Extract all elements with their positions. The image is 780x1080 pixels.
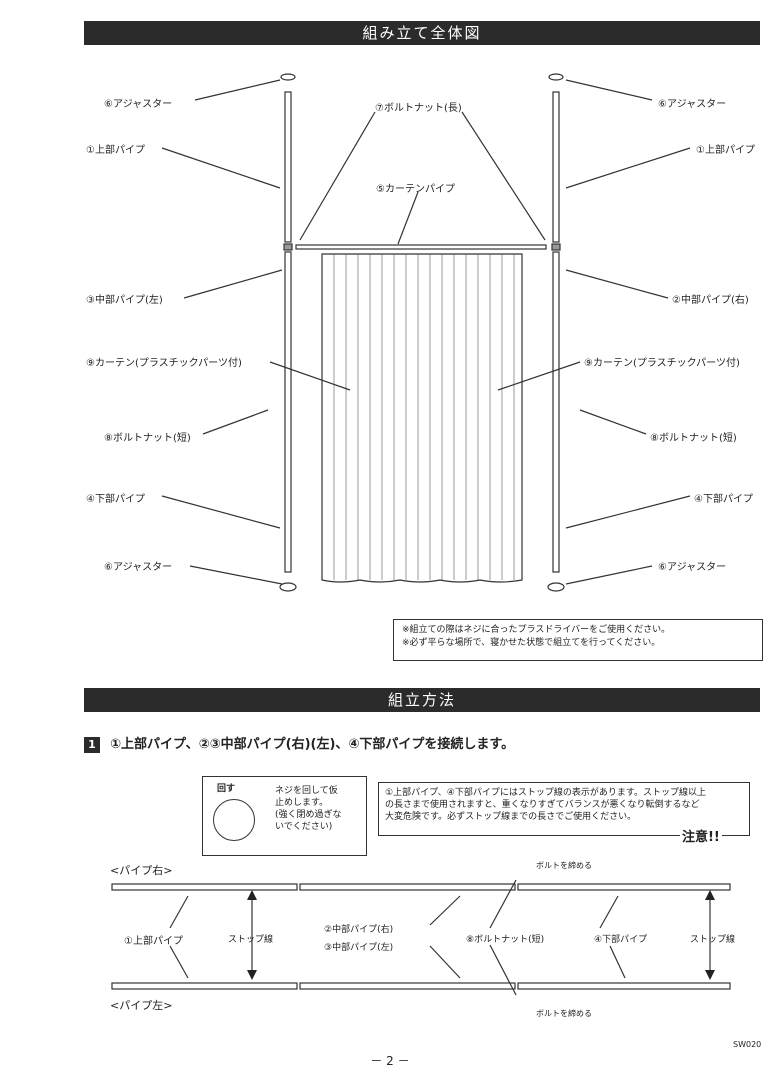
caution-line: の長さまで使用されますと、重くなりすぎてバランスが悪くなり転倒するなど	[385, 800, 700, 810]
label-mid-pipe-left: ③中部パイプ(左)	[86, 295, 163, 306]
page-number: － 2 －	[370, 1054, 410, 1068]
label-lower-pipe-right: ④下部パイプ	[694, 494, 753, 505]
label-adjuster-bottom-right: ⑥アジャスター	[658, 562, 727, 573]
turn-text-line: (強く閉め過ぎな	[275, 810, 342, 820]
caution-line: 大変危険です。必ずストップ線までの長さでご使用ください。	[385, 812, 637, 822]
label-curtain-pipe: ⑤カーテンパイプ	[376, 184, 455, 195]
label-bolt-nut-long: ⑦ボルトナット(長)	[375, 103, 462, 114]
label-curtain-left: ⑨カーテン(プラスチックパーツ付)	[86, 358, 242, 369]
label-lower-pipe-bottom: ④下部パイプ	[594, 935, 648, 945]
label-upper-pipe-right: ①上部パイプ	[696, 145, 755, 156]
label-bolt-nut-short-left: ⑧ボルトナット(短)	[104, 433, 191, 444]
label-mid-left-bottom: ③中部パイプ(左)	[324, 943, 394, 953]
label-adjuster-top-left: ⑥アジャスター	[104, 99, 173, 110]
label-lower-pipe-left: ④下部パイプ	[86, 494, 145, 505]
label-tighten-bottom: ボルトを締める	[536, 1009, 592, 1018]
note-line: ※必ず平らな場所で、寝かせた状態で組立てを行ってください。	[402, 638, 661, 648]
attention-label: 注意!!	[680, 826, 722, 845]
turn-text-line: 止めします。	[275, 798, 329, 808]
turn-screw-box: 回す ネジを回して仮 止めします。 (強く閉め過ぎな いでください)	[202, 776, 367, 856]
step-text: ①上部パイプ、②③中部パイプ(右)(左)、④下部パイプを接続します。	[110, 737, 515, 752]
label-upper-pipe-left: ①上部パイプ	[86, 145, 145, 156]
label-curtain-right: ⑨カーテン(プラスチックパーツ付)	[584, 358, 740, 369]
notes-box: ※組立ての際はネジに合ったプラスドライバーをご使用ください。 ※必ず平らな場所で…	[393, 619, 763, 661]
turn-label: 回す	[217, 784, 236, 794]
caution-line: ①上部パイプ、④下部パイプにはストップ線の表示があります。ストップ線以上	[385, 788, 706, 798]
section-title-overview: 組み立て全体図	[84, 21, 760, 45]
step-instruction: 1 ①上部パイプ、②③中部パイプ(右)(左)、④下部パイプを接続します。	[84, 733, 514, 753]
label-stop-line-right: ストップ線	[690, 935, 736, 945]
step-number: 1	[84, 737, 100, 753]
label-upper-pipe-bottom: ①上部パイプ	[124, 936, 183, 947]
label-pipe-left: <パイプ左>	[110, 999, 173, 1012]
turn-text-line: ネジを回して仮	[275, 786, 338, 796]
label-mid-right-bottom: ②中部パイプ(右)	[324, 925, 394, 935]
section-title-method: 組立方法	[84, 688, 760, 712]
label-mid-pipe-right: ②中部パイプ(右)	[672, 295, 749, 306]
label-bolt-nut-short-right: ⑧ボルトナット(短)	[650, 433, 737, 444]
label-pipe-right: <パイプ右>	[110, 864, 173, 877]
label-tighten-top: ボルトを締める	[536, 861, 592, 870]
label-adjuster-top-right: ⑥アジャスター	[658, 99, 727, 110]
note-line: ※組立ての際はネジに合ったプラスドライバーをご使用ください。	[402, 625, 671, 635]
label-bolt-short-bottom: ⑧ボルトナット(短)	[466, 935, 545, 945]
turn-text-line: いでください)	[275, 822, 333, 832]
label-stop-line-left: ストップ線	[228, 935, 274, 945]
doc-code: SW020	[733, 1040, 762, 1049]
label-adjuster-bottom-left: ⑥アジャスター	[104, 562, 173, 573]
screw-icon	[213, 799, 255, 841]
